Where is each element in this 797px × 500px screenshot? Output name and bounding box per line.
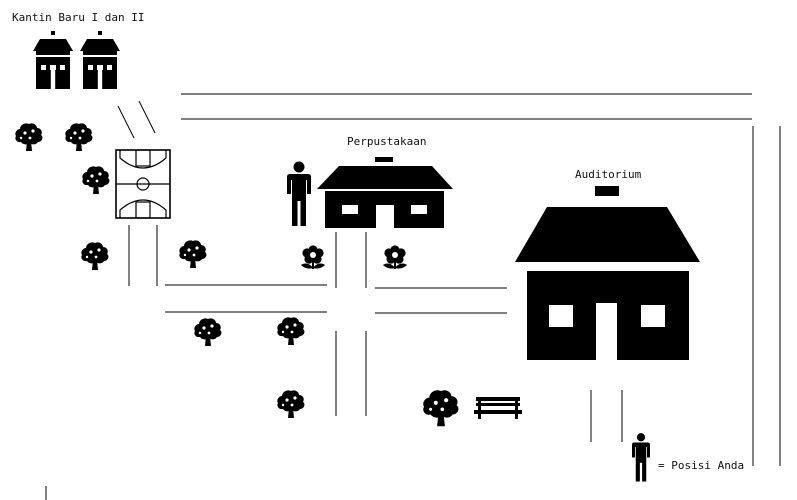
- bench-icon: [474, 397, 522, 419]
- person-icon: [632, 433, 650, 482]
- tree-icon: [423, 390, 459, 427]
- legend-label: = Posisi Anda: [658, 459, 744, 472]
- auditorium-label: Auditorium: [575, 168, 642, 181]
- library[interactable]: Perpustakaan: [317, 135, 453, 228]
- tree-icon: [81, 242, 109, 270]
- flower-icon: [300, 244, 326, 270]
- tree-icon: [277, 390, 305, 418]
- canteen[interactable]: Kantin Baru I dan II: [12, 11, 144, 89]
- auditorium-building-icon: [515, 186, 700, 360]
- library-building-icon: [317, 157, 453, 228]
- basketball-court-icon: [115, 149, 171, 219]
- tree-icon: [179, 240, 207, 268]
- roads: [45, 93, 781, 500]
- legend: = Posisi Anda: [632, 433, 744, 482]
- house-icon: [33, 31, 73, 89]
- house-icon: [80, 31, 120, 89]
- library-label: Perpustakaan: [347, 135, 426, 148]
- tree-icon: [65, 123, 93, 151]
- tree-icon: [194, 318, 222, 346]
- flower-icon: [382, 244, 408, 270]
- person-icon: [287, 161, 311, 226]
- canteen-label: Kantin Baru I dan II: [12, 11, 144, 24]
- auditorium[interactable]: Auditorium: [515, 168, 700, 360]
- tree-icon: [277, 317, 305, 345]
- tree-icon: [15, 123, 43, 151]
- tree-icon: [82, 166, 110, 194]
